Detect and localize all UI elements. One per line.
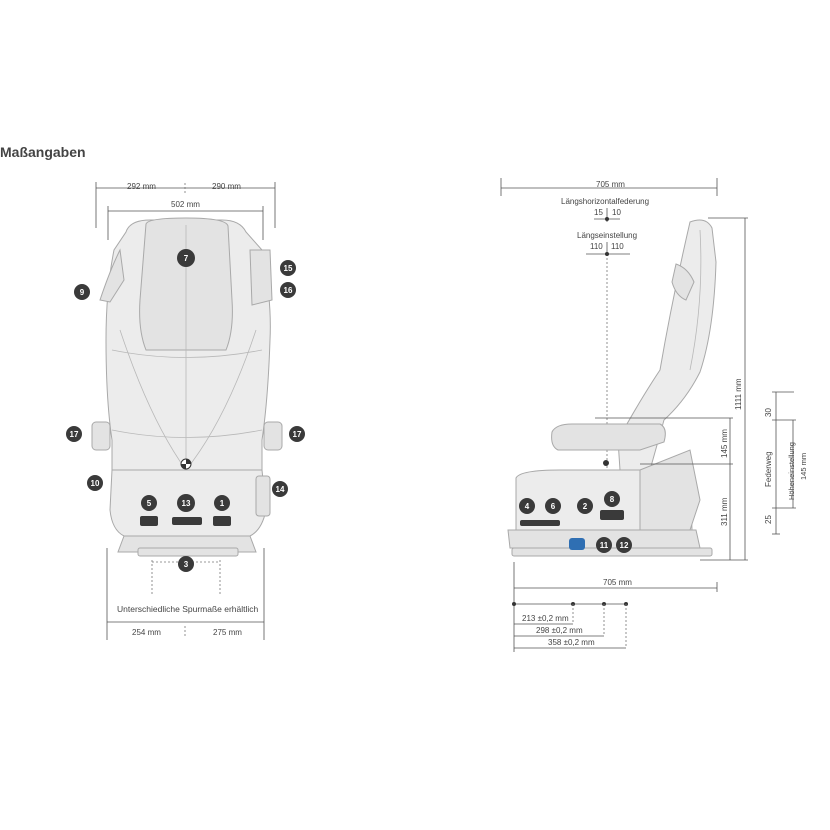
svg-text:3: 3 [184, 560, 189, 569]
svg-text:4: 4 [525, 502, 530, 511]
badge: 1 [214, 495, 230, 511]
front-view: 292 mm 290 mm 502 mm [66, 182, 305, 640]
badge: 3 [178, 556, 194, 572]
label-hoeheneinstellung: Höheneinstellung [787, 442, 796, 500]
badge: 16 [280, 282, 296, 298]
svg-text:17: 17 [70, 430, 79, 439]
badge: 8 [604, 491, 620, 507]
dim-30: 30 [764, 408, 773, 417]
dim-298: 298 ±0,2 mm [536, 626, 583, 635]
svg-text:15: 15 [284, 264, 293, 273]
svg-text:6: 6 [551, 502, 556, 511]
badge: 4 [519, 498, 535, 514]
long-right: 110 [611, 242, 624, 251]
hs-left: 15 [594, 208, 603, 217]
dim-inner: 502 mm [171, 200, 200, 209]
svg-text:2: 2 [583, 502, 588, 511]
hs-right: 10 [612, 208, 621, 217]
dim-top-right: 290 mm [212, 182, 241, 191]
badge: 7 [177, 249, 195, 267]
dim-bottom-left: 254 mm [132, 628, 161, 637]
badge: 12 [616, 537, 632, 553]
armrest-side [551, 423, 666, 451]
svg-text:14: 14 [276, 485, 285, 494]
svg-text:5: 5 [147, 499, 152, 508]
dim-358: 358 ±0,2 mm [548, 638, 595, 647]
dim-hoehe-145: 145 mm [799, 453, 808, 480]
svg-text:1: 1 [220, 499, 225, 508]
dim-213: 213 ±0,2 mm [522, 614, 569, 623]
badge: 5 [141, 495, 157, 511]
badge: 14 [272, 481, 288, 497]
dim-25: 25 [764, 515, 773, 524]
badge: 2 [577, 498, 593, 514]
blue-control-icon [569, 538, 585, 550]
badge: 6 [545, 498, 561, 514]
svg-text:17: 17 [293, 430, 302, 439]
label-longitudinal: Längseinstellung [577, 231, 637, 240]
svg-text:11: 11 [600, 541, 609, 550]
svg-text:12: 12 [620, 541, 629, 550]
dim-145: 145 mm [720, 429, 729, 458]
svg-text:8: 8 [610, 495, 615, 504]
svg-text:13: 13 [182, 499, 191, 508]
badge: 13 [177, 494, 195, 512]
dim-top: 705 mm [596, 180, 625, 189]
dim-height-total: 1111 mm [734, 378, 743, 410]
dim-311: 311 mm [720, 497, 729, 526]
svg-text:10: 10 [91, 479, 100, 488]
page-title: Maßangaben [0, 144, 86, 160]
dim-bottom: 705 mm [603, 578, 632, 587]
label-horizontal-suspension: Längshorizontalfederung [561, 197, 649, 206]
svg-text:9: 9 [80, 288, 85, 297]
svg-text:7: 7 [184, 254, 189, 263]
badge: 17 [289, 426, 305, 442]
badge: 11 [596, 537, 612, 553]
badge: 15 [280, 260, 296, 276]
dim-top-left: 292 mm [127, 182, 156, 191]
badge: 10 [87, 475, 103, 491]
dim-bottom-right: 275 mm [213, 628, 242, 637]
side-view: 705 mm Längshorizontalfederung 15 10 Län… [500, 178, 808, 652]
long-left: 110 [590, 242, 603, 251]
track-caption: Unterschiedliche Spurmaße erhältlich [117, 604, 259, 614]
svg-text:16: 16 [284, 286, 293, 295]
badge: 9 [74, 284, 90, 300]
badge: 17 [66, 426, 82, 442]
label-federweg: Federweg [764, 451, 773, 487]
